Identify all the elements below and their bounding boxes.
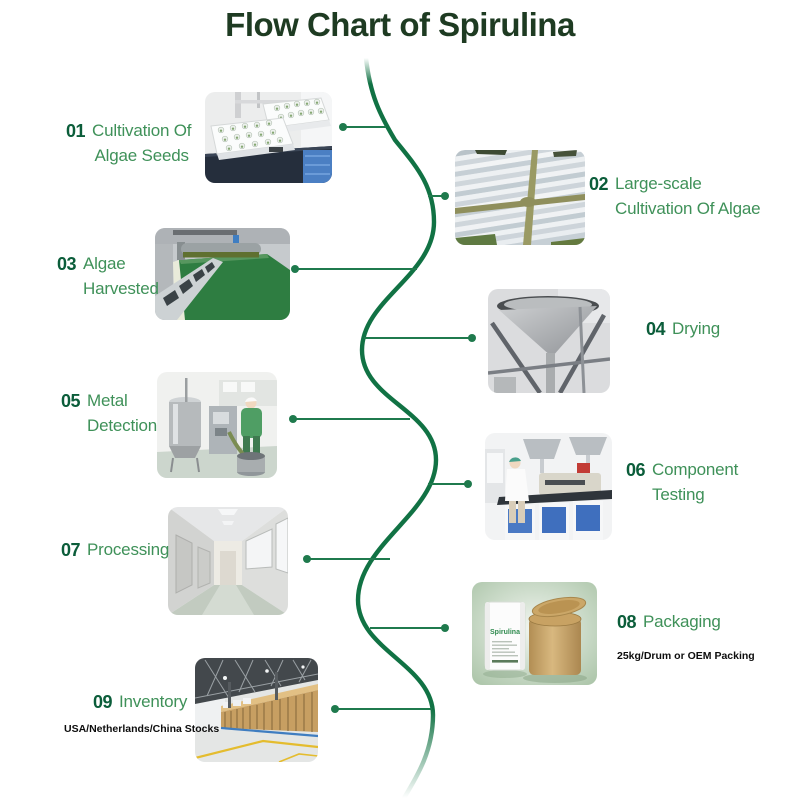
step-03-photo xyxy=(155,228,290,320)
step-09-number: 09 xyxy=(93,692,113,712)
step-05-label-line2: Detection xyxy=(87,415,158,435)
step-08-number: 08 xyxy=(617,612,637,632)
step-08-photo: Spirulina xyxy=(472,582,597,685)
connector-dot-06 xyxy=(464,480,472,488)
step-09-label: 09 Inventory xyxy=(93,690,187,715)
step-03-label-line1: Algae xyxy=(83,254,126,273)
step-04-number: 04 xyxy=(646,319,666,339)
step-01-label-line2: Algae Seeds xyxy=(94,145,189,165)
connector-dot-04 xyxy=(468,334,476,342)
step-09-photo xyxy=(195,658,318,762)
spirulina-bag-label: Spirulina xyxy=(490,629,520,636)
step-02-label-line1: Large-scale xyxy=(615,174,702,193)
step-05-label-line1: Metal xyxy=(87,391,128,410)
step-03-label: 03 Algae Harvested xyxy=(57,252,159,301)
step-07-label-line1: Processing xyxy=(87,540,170,559)
connector-dot-09 xyxy=(331,705,339,713)
flow-curve xyxy=(355,55,439,800)
step-06-photo xyxy=(485,433,612,540)
step-05-photo xyxy=(157,372,277,478)
step-02-label-line2: Cultivation Of Algae xyxy=(615,198,761,218)
step-06-number: 06 xyxy=(626,460,646,480)
page-title: Flow Chart of Spirulina xyxy=(225,6,575,43)
connector-dot-05 xyxy=(289,415,297,423)
connector-dot-02 xyxy=(441,192,449,200)
step-04-label: 04 Drying xyxy=(646,317,720,342)
step-01-label: 01 Cultivation Of Algae Seeds xyxy=(66,119,191,168)
step-01-label-line1: Cultivation Of xyxy=(92,121,192,140)
step-01-number: 01 xyxy=(66,121,86,141)
step-01-photo xyxy=(205,92,332,183)
step-02-label: 02 Large-scale Cultivation Of Algae xyxy=(589,172,761,221)
step-09-subtitle: USA/Netherlands/China Stocks xyxy=(64,723,220,735)
step-06-label-line2: Testing xyxy=(652,484,705,504)
connector-dot-03 xyxy=(291,265,299,273)
connector-dot-01 xyxy=(339,123,347,131)
connector-dot-07 xyxy=(303,555,311,563)
step-08-label-line1: Packaging xyxy=(643,612,721,631)
step-07-number: 07 xyxy=(61,540,81,560)
connector-dot-08 xyxy=(441,624,449,632)
step-03-label-line2: Harvested xyxy=(83,278,159,298)
step-05-label: 05 Metal Detection xyxy=(61,389,157,438)
step-05-number: 05 xyxy=(61,391,81,411)
step-08-subtitle: 25kg/Drum or OEM Packing xyxy=(617,650,755,662)
step-06-label: 06 Component Testing xyxy=(626,458,738,507)
step-02-photo xyxy=(455,150,585,245)
step-08-label: 08 Packaging xyxy=(617,610,721,635)
step-07-photo xyxy=(168,507,288,615)
step-03-number: 03 xyxy=(57,254,77,274)
step-07-label: 07 Processing xyxy=(61,538,169,563)
step-04-photo xyxy=(488,289,610,393)
step-09-label-line1: Inventory xyxy=(119,692,188,711)
step-02-number: 02 xyxy=(589,174,609,194)
step-04-label-line1: Drying xyxy=(672,319,720,338)
step-06-label-line1: Component xyxy=(652,460,739,479)
